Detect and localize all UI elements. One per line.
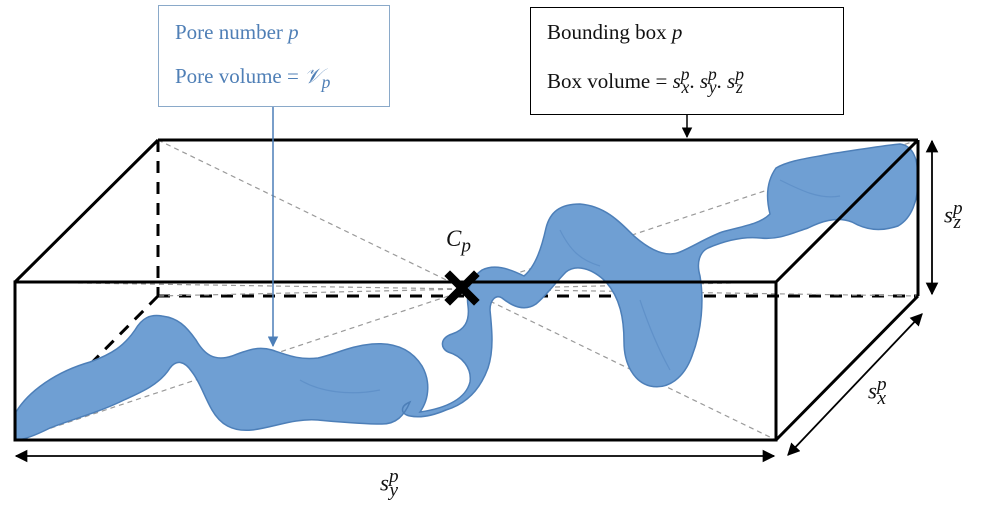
bounding-box-text: Bounding box xyxy=(547,20,667,44)
visible-edges xyxy=(13,138,920,442)
dim-z-base: s xyxy=(944,202,953,228)
box-term-y-sub: y xyxy=(708,77,717,98)
box-term-x-sub: x xyxy=(681,77,690,98)
bounding-box-callout: Bounding box p Box volume = spx. spy. sp… xyxy=(530,7,844,115)
dimension-label-y: spy xyxy=(380,466,399,502)
bounding-box-line: Bounding box p xyxy=(547,20,682,45)
box-term-x-base: s xyxy=(672,69,681,93)
box-term-y-base: s xyxy=(699,69,708,93)
box-term-y-sup: p xyxy=(708,64,717,84)
pore-number-var: p xyxy=(288,20,299,44)
dimension-label-z: spz xyxy=(944,198,963,234)
pore-volume-symbol: 𝒱 xyxy=(304,64,322,88)
centroid-base: C xyxy=(446,226,462,251)
dim-z-sup: p xyxy=(952,198,963,219)
centroid-sub: p xyxy=(461,235,471,257)
dim-x-sup: p xyxy=(876,374,887,395)
box-sep-1: . xyxy=(689,69,695,93)
box-term-z-base: s xyxy=(727,69,736,93)
dim-y-sup: p xyxy=(388,466,399,487)
dim-y-base: s xyxy=(380,470,389,496)
pore-volume-text: Pore volume = xyxy=(175,64,299,88)
pore-number-text: Pore number xyxy=(175,20,283,44)
centroid-marker xyxy=(444,270,480,306)
pore-callout: Pore number p Pore volume = 𝒱p xyxy=(158,5,390,107)
pore-number-line: Pore number p xyxy=(175,20,299,45)
dim-y-sub: y xyxy=(389,480,399,502)
box-term-z-sub: z xyxy=(735,77,743,98)
pore-shading xyxy=(299,179,841,394)
box-term-z-sup: p xyxy=(735,64,744,84)
dim-z-sub: z xyxy=(953,212,961,234)
centroid-label: Cp xyxy=(446,226,471,258)
box-volume-line: Box volume = spx. spy. spz xyxy=(547,64,744,98)
pore-volume-sub: p xyxy=(321,72,331,93)
dimension-arrow-x xyxy=(787,313,923,456)
bounding-box-var: p xyxy=(671,20,683,44)
pore-volume-line: Pore volume = 𝒱p xyxy=(175,64,330,93)
dim-x-base: s xyxy=(868,378,877,404)
box-term-x-sup: p xyxy=(680,64,690,84)
box-sep-2: . xyxy=(716,69,722,93)
dimension-label-x: spx xyxy=(868,374,887,410)
dim-x-sub: x xyxy=(877,388,887,410)
pore-shape xyxy=(15,143,919,441)
box-volume-text: Box volume = xyxy=(547,69,668,93)
